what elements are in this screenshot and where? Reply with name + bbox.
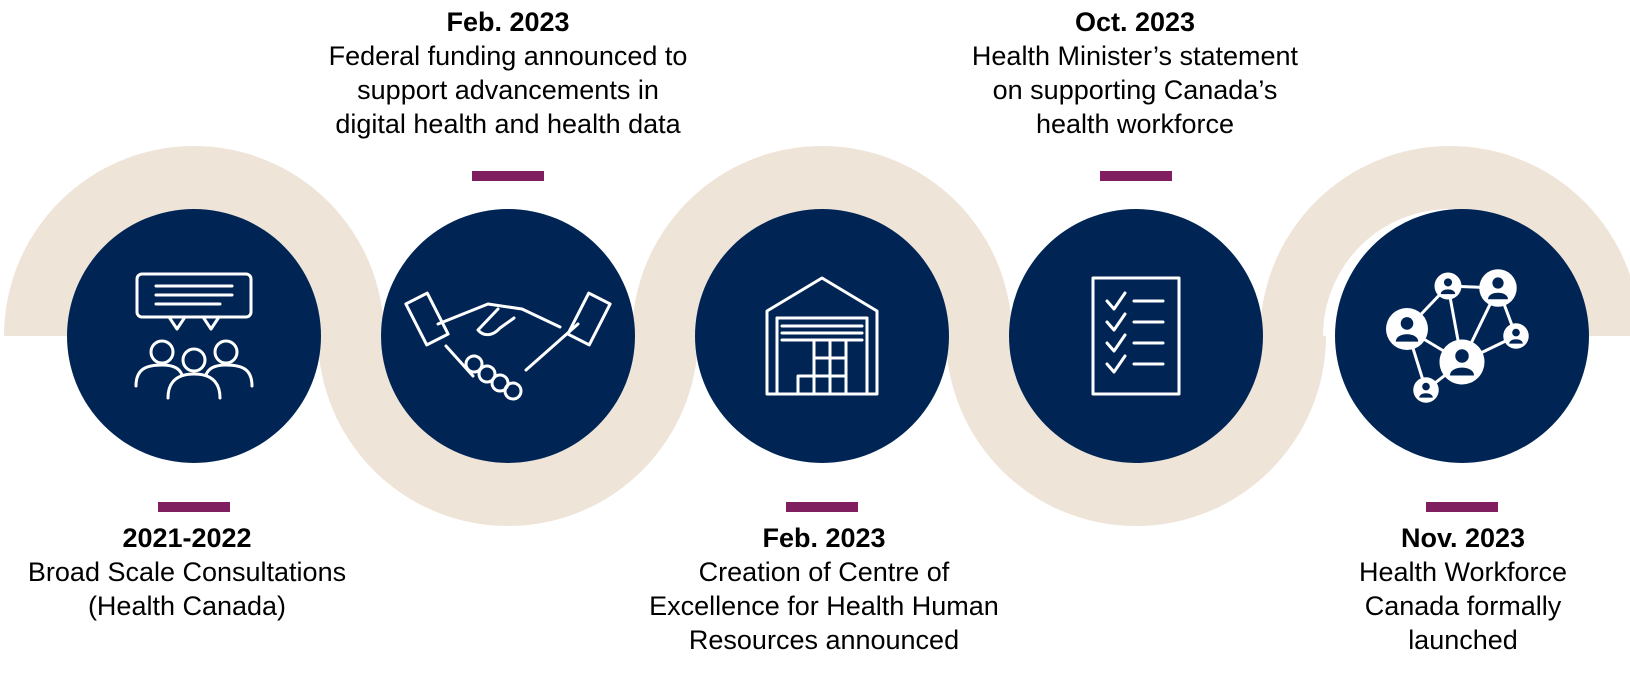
milestone-date: 2021-2022 [122,523,252,553]
milestone-circle [695,209,949,463]
milestone-label: Oct. 2023 Health Minister’s statement on… [925,5,1345,141]
milestone-label: Nov. 2023 Health Workforce Canada formal… [1253,521,1630,657]
person-node-icon [1434,272,1462,300]
milestone-date: Feb. 2023 [446,7,570,37]
milestone-date: Nov. 2023 [1400,523,1526,553]
person-node-icon [1386,308,1428,350]
person-node-icon [1503,323,1529,349]
milestone-circle [1335,209,1589,463]
warehouse-icon [765,276,879,396]
accent-marker [1100,171,1172,181]
handshake-icon [404,291,612,401]
milestone-description: Creation of Centre of Excellence for Hea… [649,557,999,655]
person-node-icon [1413,377,1439,403]
accent-marker [158,502,230,512]
wave-segment [4,146,384,336]
accent-marker [1426,502,1498,512]
wave-segment [632,146,1012,336]
milestone-circles [67,209,1589,463]
milestone-circle [1009,209,1263,463]
accent-marker [786,502,858,512]
milestone-date: Oct. 2023 [1074,7,1196,37]
accent-marker [472,171,544,181]
wave-segment [946,336,1326,526]
milestone-label: Feb. 2023 Federal funding announced to s… [298,5,718,141]
checklist-icon [1091,276,1181,396]
milestone-circle [381,209,635,463]
accent-markers [158,171,1498,512]
person-node-icon [1479,269,1517,307]
person-node-icon [1439,339,1485,385]
wave-segment [1260,146,1630,336]
milestone-label: 2021-2022 Broad Scale Consultations (Hea… [0,521,397,623]
milestone-description: Health Minister’s statement on supportin… [971,41,1299,139]
milestone-description: Health Workforce Canada formally launche… [1358,557,1568,655]
milestone-date: Feb. 2023 [762,523,886,553]
wave-ribbon [4,146,1630,526]
milestone-label: Feb. 2023 Creation of Centre of Excellen… [614,521,1034,657]
milestone-circle [67,209,321,463]
wave-segment [318,336,698,526]
milestone-description: Broad Scale Consultations (Health Canada… [27,557,347,621]
consultation-icon [134,272,254,400]
milestone-description: Federal funding announced to support adv… [328,41,688,139]
network-icon [1386,269,1529,403]
